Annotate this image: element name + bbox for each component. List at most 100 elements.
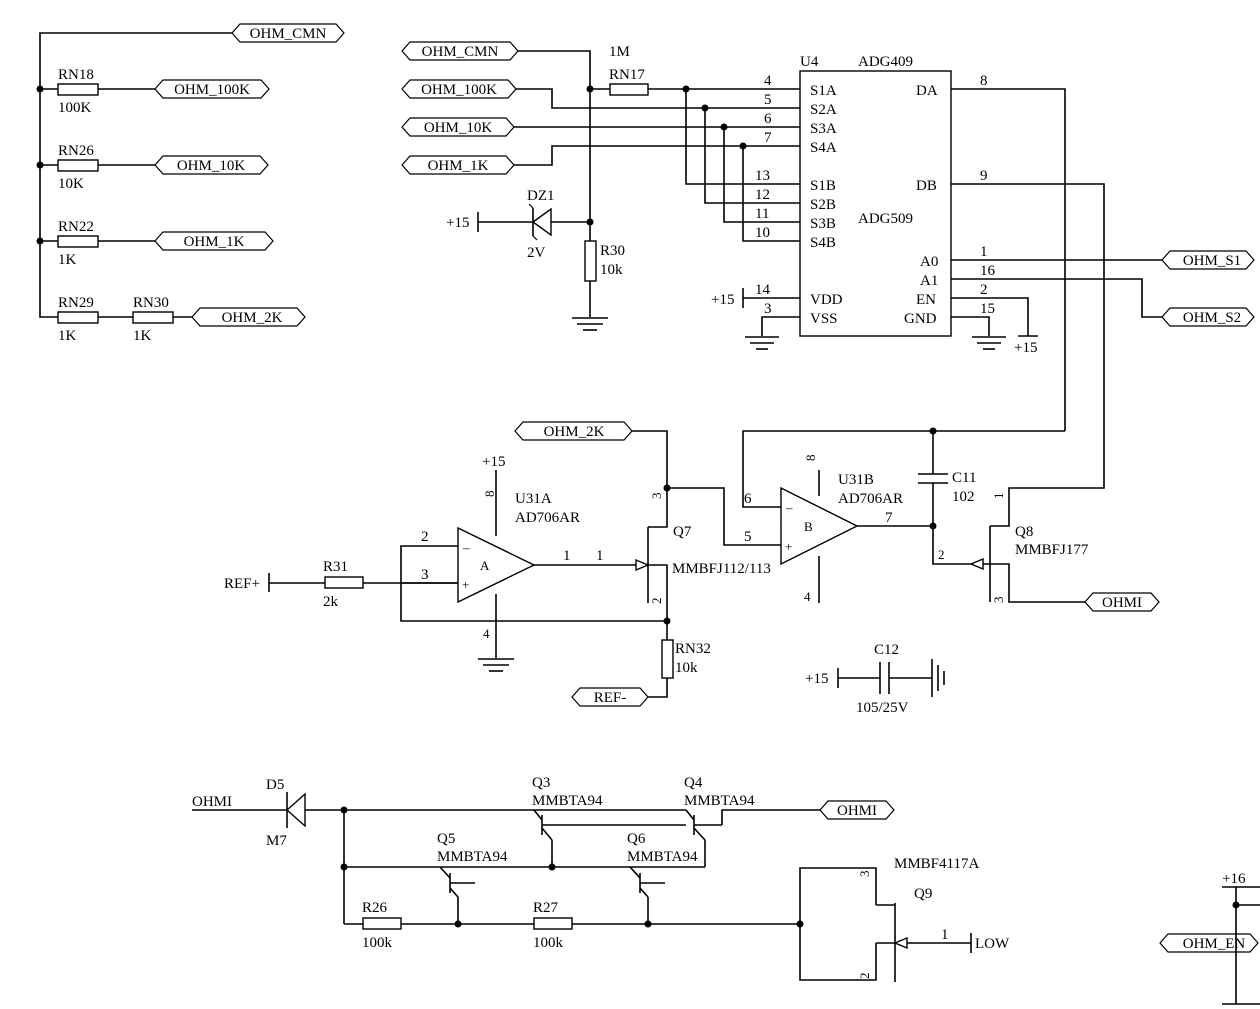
svg-text:16: 16 bbox=[980, 263, 996, 279]
net-label-ohm-s1 bbox=[1161, 250, 1255, 270]
u4-part-a: ADG409 bbox=[858, 54, 913, 70]
rn30-value: 1K bbox=[133, 328, 152, 344]
svg-text:6: 6 bbox=[764, 111, 772, 127]
svg-text:15: 15 bbox=[980, 301, 995, 317]
ohm-enable-partial: +16 OHM_EN bbox=[1159, 871, 1260, 1005]
rn18-ref: RN18 bbox=[58, 67, 94, 83]
dz1-zener-diode bbox=[531, 207, 552, 237]
ref-plus-label: REF+ bbox=[224, 576, 260, 592]
range-resistor-ladder: RN18 100K RN26 10K RN22 1K RN29 1K RN30 … bbox=[36, 23, 345, 344]
svg-text:VDD: VDD bbox=[810, 292, 843, 308]
low-label: LOW bbox=[975, 936, 1010, 952]
rn26-ref: RN26 bbox=[58, 143, 94, 159]
d5-part: M7 bbox=[266, 833, 287, 849]
svg-text:OHM_10K: OHM_10K bbox=[177, 158, 246, 174]
net-label-ohm-1k-left bbox=[154, 231, 274, 251]
q9-part: MMBF4117A bbox=[894, 856, 979, 872]
r26-resistor bbox=[362, 917, 402, 930]
svg-text:REF-: REF- bbox=[594, 690, 627, 706]
svg-text:13: 13 bbox=[755, 168, 770, 184]
svg-text:A: A bbox=[480, 558, 490, 573]
u31a-ref: U31A bbox=[515, 491, 552, 507]
svg-text:1: 1 bbox=[596, 548, 604, 564]
rn22-value: 1K bbox=[58, 252, 77, 268]
c12-ref: C12 bbox=[874, 642, 899, 658]
u4-en-supply: +15 bbox=[1014, 340, 1037, 356]
u31a-part: AD706AR bbox=[515, 510, 580, 526]
r27-resistor bbox=[533, 917, 573, 930]
u31b-ref: U31B bbox=[838, 472, 874, 488]
ground-icon bbox=[931, 659, 945, 697]
svg-text:OHM_100K: OHM_100K bbox=[174, 82, 250, 98]
svg-text:+: + bbox=[462, 577, 469, 592]
net-label-ohm-cmn-left bbox=[231, 23, 345, 43]
svg-text:S4A: S4A bbox=[810, 140, 837, 156]
q7-gate-arrow bbox=[635, 558, 650, 572]
svg-text:–: – bbox=[785, 500, 793, 515]
r30-ref: R30 bbox=[600, 243, 625, 259]
ground-icon bbox=[745, 336, 779, 350]
u4-vdd-supply: +15 bbox=[711, 292, 734, 308]
svg-text:S1B: S1B bbox=[810, 178, 836, 194]
svg-text:OHM_10K: OHM_10K bbox=[424, 120, 493, 136]
svg-text:OHM_1K: OHM_1K bbox=[184, 234, 245, 250]
rn29-ref: RN29 bbox=[58, 295, 94, 311]
ground-icon bbox=[972, 336, 1006, 350]
svg-text:GND: GND bbox=[904, 311, 937, 327]
svg-text:10: 10 bbox=[755, 225, 770, 241]
u4-ref: U4 bbox=[800, 54, 819, 70]
svg-text:S2A: S2A bbox=[810, 102, 837, 118]
net-label-ohmi-out bbox=[819, 800, 895, 820]
svg-text:OHM_S2: OHM_S2 bbox=[1183, 310, 1241, 326]
q9-ref: Q9 bbox=[914, 886, 932, 902]
net-label-ohm-2k-left bbox=[191, 307, 306, 327]
r26-ref: R26 bbox=[362, 900, 388, 916]
svg-text:OHM_S1: OHM_S1 bbox=[1183, 253, 1241, 269]
svg-text:2: 2 bbox=[857, 973, 872, 980]
r26-value: 100k bbox=[362, 935, 393, 951]
svg-text:1: 1 bbox=[991, 493, 1006, 500]
svg-text:11: 11 bbox=[755, 206, 769, 222]
svg-text:4: 4 bbox=[483, 626, 490, 641]
rn30-ref: RN30 bbox=[133, 295, 169, 311]
svg-text:3: 3 bbox=[421, 567, 429, 583]
u31b-part: AD706AR bbox=[838, 491, 903, 507]
u4-multiplexer: U4 ADG409 ADG509 S1A 4 S2A 5 S3A 6 S4A 7… bbox=[711, 54, 1255, 508]
rn30-resistor bbox=[132, 311, 174, 324]
svg-text:2: 2 bbox=[980, 282, 988, 298]
q3-part: MMBTA94 bbox=[532, 793, 603, 809]
q4-ref: Q4 bbox=[684, 775, 703, 791]
svg-text:8: 8 bbox=[980, 73, 988, 89]
rn32-resistor bbox=[661, 639, 674, 679]
rn32-value: 10k bbox=[675, 660, 698, 676]
dz1-ref: DZ1 bbox=[527, 188, 555, 204]
q8-ref: Q8 bbox=[1015, 524, 1033, 540]
rn17-ref: RN17 bbox=[609, 67, 645, 83]
svg-text:DB: DB bbox=[916, 178, 937, 194]
svg-text:3: 3 bbox=[764, 301, 772, 317]
svg-text:OHM_EN: OHM_EN bbox=[1183, 936, 1246, 952]
rn22-resistor bbox=[57, 235, 99, 248]
svg-text:5: 5 bbox=[764, 92, 772, 108]
rn22-ref: RN22 bbox=[58, 219, 94, 235]
svg-text:7: 7 bbox=[764, 130, 772, 146]
svg-text:14: 14 bbox=[755, 282, 771, 298]
q8-part: MMBFJ177 bbox=[1015, 542, 1089, 558]
q6-part: MMBTA94 bbox=[627, 849, 698, 865]
svg-text:OHM_CMN: OHM_CMN bbox=[250, 26, 327, 42]
q4-part: MMBTA94 bbox=[684, 793, 755, 809]
svg-text:5: 5 bbox=[744, 529, 752, 545]
net-label-ref-minus bbox=[571, 687, 649, 707]
q6-ref: Q6 bbox=[627, 831, 646, 847]
u4-part-b: ADG509 bbox=[858, 211, 913, 227]
rn17-resistor bbox=[609, 83, 649, 96]
q5-ref: Q5 bbox=[437, 831, 455, 847]
rn18-resistor bbox=[57, 83, 99, 96]
svg-text:S2B: S2B bbox=[810, 197, 836, 213]
svg-text:B: B bbox=[804, 519, 813, 534]
mux-input-section: OHM_CMN OHM_100K OHM_10K OHM_1K 1M RN17 bbox=[401, 41, 800, 331]
ground-icon bbox=[478, 658, 514, 672]
r31-ref: R31 bbox=[323, 559, 348, 575]
net-label-ohm-10k-left bbox=[154, 155, 269, 175]
svg-text:EN: EN bbox=[916, 292, 936, 308]
